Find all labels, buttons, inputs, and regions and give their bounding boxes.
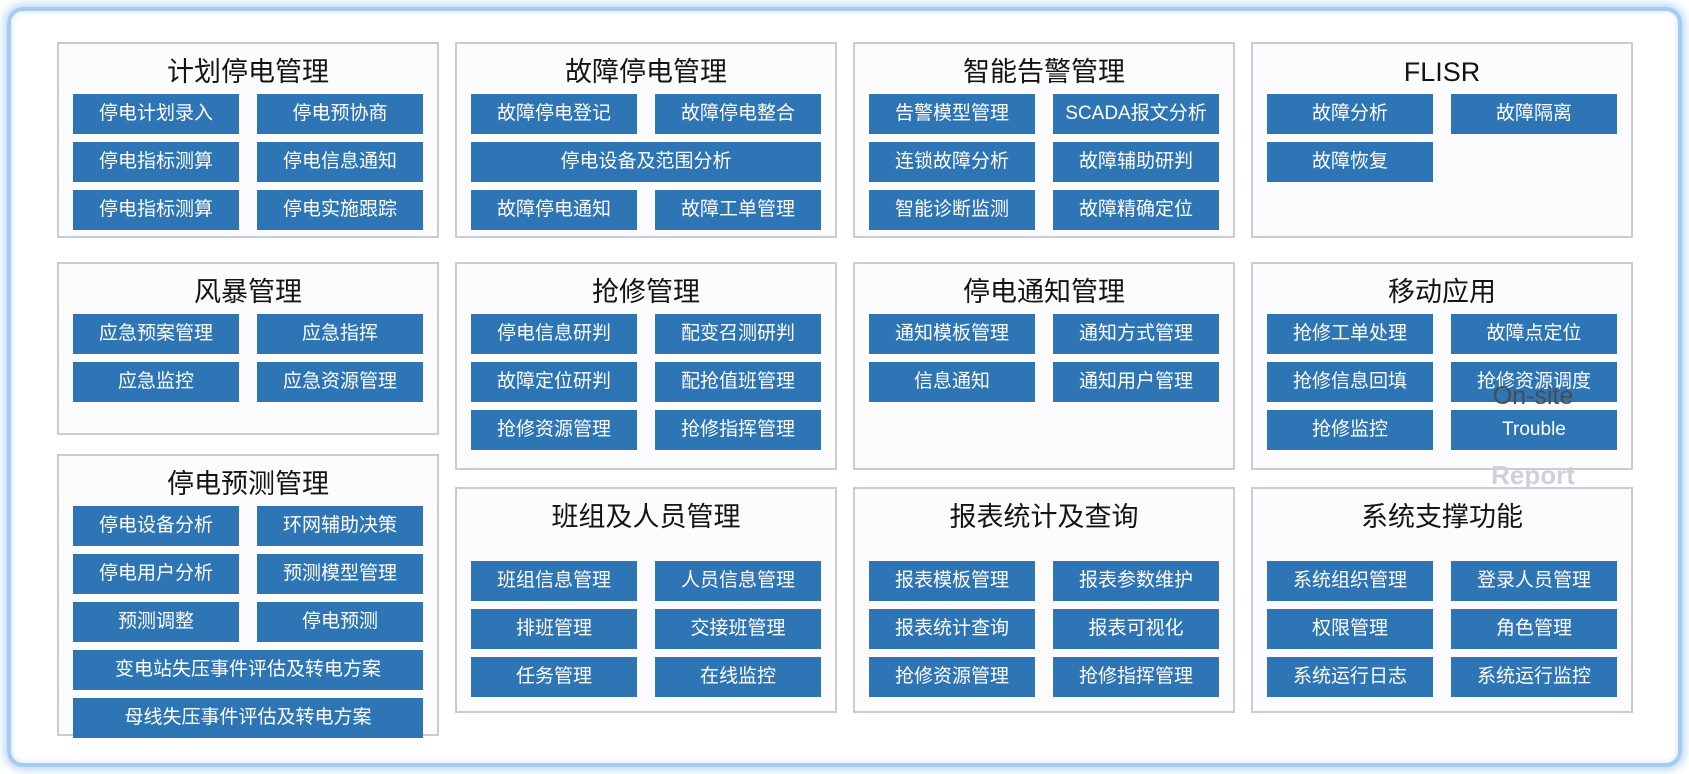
module-button[interactable]: 预测调整 [73, 602, 239, 642]
module-button[interactable]: 信息通知 [869, 362, 1035, 402]
column-3: 智能告警管理 告警模型管理 SCADA报文分析 连锁故障分析 故障辅助研判 智能… [853, 42, 1235, 736]
panel-title: 系统支撑功能 [1361, 502, 1523, 532]
panel-title: 班组及人员管理 [551, 502, 741, 532]
module-button[interactable]: 故障停电登记 [471, 94, 637, 134]
module-button[interactable]: 抢修指挥管理 [655, 410, 821, 450]
module-button[interactable]: 停电计划录入 [73, 94, 239, 134]
module-button[interactable]: 故障分析 [1267, 94, 1433, 134]
panel-title: 报表统计及查询 [949, 502, 1139, 532]
panel-outage-notification: 停电通知管理 通知模板管理 通知方式管理 信息通知 通知用户管理 [853, 262, 1235, 470]
panel-report-statistics: 报表统计及查询 报表模板管理 报表参数维护 报表统计查询 报表可视化 抢修资源管… [853, 487, 1235, 713]
module-button[interactable]: 报表统计查询 [869, 609, 1035, 649]
panel-title: 移动应用 [1388, 277, 1496, 307]
module-button[interactable]: 停电预协商 [257, 94, 423, 134]
column-1: 计划停电管理 停电计划录入 停电预协商 停电指标测算 停电信息通知 停电指标测算… [57, 42, 439, 738]
panel-title: 计划停电管理 [167, 57, 329, 87]
panel-team-personnel: 班组及人员管理 班组信息管理 人员信息管理 排班管理 交接班管理 任务管理 在线… [455, 487, 837, 713]
module-button[interactable]: 班组信息管理 [471, 561, 637, 601]
module-button[interactable]: 应急资源管理 [257, 362, 423, 402]
module-button[interactable]: Trouble [1451, 410, 1617, 450]
module-button[interactable]: 抢修工单处理 [1267, 314, 1433, 354]
module-button[interactable]: 停电信息研判 [471, 314, 637, 354]
module-button[interactable]: 智能诊断监测 [869, 190, 1035, 230]
module-button[interactable]: 抢修资源管理 [869, 657, 1035, 697]
column-2: 故障停电管理 故障停电登记 故障停电整合 停电设备及范围分析 故障停电通知 故障… [455, 42, 837, 736]
panel-storm: 风暴管理 应急预案管理 应急指挥 应急监控 应急资源管理 [57, 262, 439, 435]
module-button[interactable]: 停电实施跟踪 [257, 190, 423, 230]
module-button[interactable]: 应急监控 [73, 362, 239, 402]
module-button[interactable]: 应急预案管理 [73, 314, 239, 354]
module-button[interactable]: 停电设备分析 [73, 506, 239, 546]
module-button[interactable]: 抢修资源管理 [471, 410, 637, 450]
module-button[interactable]: 系统运行日志 [1267, 657, 1433, 697]
module-button[interactable]: 权限管理 [1267, 609, 1433, 649]
module-button[interactable]: 故障辅助研判 [1053, 142, 1219, 182]
module-button[interactable]: 连锁故障分析 [869, 142, 1035, 182]
module-button[interactable]: 故障工单管理 [655, 190, 821, 230]
module-button[interactable]: 故障定位研判 [471, 362, 637, 402]
module-button[interactable]: 配变召测研判 [655, 314, 821, 354]
panel-flisr: FLISR 故障分析 故障隔离 故障恢复 [1251, 42, 1633, 238]
panel-system-support: 系统支撑功能 系统组织管理 登录人员管理 权限管理 角色管理 系统运行日志 系统… [1251, 487, 1633, 713]
module-button[interactable]: 故障停电通知 [471, 190, 637, 230]
module-button[interactable]: 停电指标测算 [73, 142, 239, 182]
panel-title: 停电通知管理 [963, 277, 1125, 307]
module-button[interactable]: 预测模型管理 [257, 554, 423, 594]
module-button[interactable]: 故障精确定位 [1053, 190, 1219, 230]
module-button[interactable]: 通知方式管理 [1053, 314, 1219, 354]
module-button[interactable]: 故障停电整合 [655, 94, 821, 134]
panel-title: 风暴管理 [194, 277, 302, 307]
module-button[interactable]: 应急指挥 [257, 314, 423, 354]
module-button[interactable]: 变电站失压事件评估及转电方案 [73, 650, 423, 690]
module-button[interactable]: 停电预测 [257, 602, 423, 642]
module-button[interactable]: 抢修资源调度 [1451, 362, 1617, 402]
module-button[interactable]: 报表参数维护 [1053, 561, 1219, 601]
module-button[interactable]: 故障恢复 [1267, 142, 1433, 182]
module-button[interactable]: SCADA报文分析 [1053, 94, 1219, 134]
panel-title: 智能告警管理 [963, 57, 1125, 87]
module-button[interactable]: 系统运行监控 [1451, 657, 1617, 697]
module-button[interactable]: 系统组织管理 [1267, 561, 1433, 601]
module-button[interactable]: 停电设备及范围分析 [471, 142, 821, 182]
module-button[interactable]: 环网辅助决策 [257, 506, 423, 546]
module-grid: 计划停电管理 停电计划录入 停电预协商 停电指标测算 停电信息通知 停电指标测算… [57, 42, 1633, 738]
panel-outage-forecast: 停电预测管理 停电设备分析 环网辅助决策 停电用户分析 预测模型管理 预测调整 … [57, 454, 439, 738]
module-button[interactable]: 登录人员管理 [1451, 561, 1617, 601]
module-button[interactable]: 故障隔离 [1451, 94, 1617, 134]
module-button[interactable]: 配抢值班管理 [655, 362, 821, 402]
module-button[interactable]: 停电用户分析 [73, 554, 239, 594]
module-button[interactable]: 通知模板管理 [869, 314, 1035, 354]
module-button[interactable]: 在线监控 [655, 657, 821, 697]
module-button[interactable]: 故障点定位 [1451, 314, 1617, 354]
panel-title: FLISR [1403, 57, 1481, 87]
panel-mobile-app: 移动应用 抢修工单处理 故障点定位 抢修信息回填 抢修资源调度 抢修监控 Tro… [1251, 262, 1633, 490]
panel-title: 抢修管理 [592, 277, 700, 307]
panel-title: 故障停电管理 [565, 57, 727, 87]
module-button[interactable]: 报表可视化 [1053, 609, 1219, 649]
module-button[interactable]: 抢修监控 [1267, 410, 1433, 450]
module-button[interactable]: 排班管理 [471, 609, 637, 649]
panel-fault-outage: 故障停电管理 故障停电登记 故障停电整合 停电设备及范围分析 故障停电通知 故障… [455, 42, 837, 238]
module-button[interactable]: 停电指标测算 [73, 190, 239, 230]
column-4: FLISR 故障分析 故障隔离 故障恢复 移动应用 抢修工单处理 故障点定位 [1251, 42, 1633, 736]
panel-smart-alarm: 智能告警管理 告警模型管理 SCADA报文分析 连锁故障分析 故障辅助研判 智能… [853, 42, 1235, 238]
module-button[interactable]: 抢修信息回填 [1267, 362, 1433, 402]
module-button[interactable]: 母线失压事件评估及转电方案 [73, 698, 423, 738]
module-button[interactable]: 交接班管理 [655, 609, 821, 649]
module-button[interactable]: 通知用户管理 [1053, 362, 1219, 402]
module-button[interactable]: 报表模板管理 [869, 561, 1035, 601]
panel-planned-outage: 计划停电管理 停电计划录入 停电预协商 停电指标测算 停电信息通知 停电指标测算… [57, 42, 439, 238]
module-button[interactable]: 告警模型管理 [869, 94, 1035, 134]
panel-repair: 抢修管理 停电信息研判 配变召测研判 故障定位研判 配抢值班管理 抢修资源管理 … [455, 262, 837, 470]
module-button[interactable]: 角色管理 [1451, 609, 1617, 649]
module-button[interactable]: 任务管理 [471, 657, 637, 697]
module-button[interactable]: 抢修指挥管理 [1053, 657, 1219, 697]
module-button[interactable]: 人员信息管理 [655, 561, 821, 601]
module-button[interactable]: 停电信息通知 [257, 142, 423, 182]
panel-title: 停电预测管理 [167, 469, 329, 499]
